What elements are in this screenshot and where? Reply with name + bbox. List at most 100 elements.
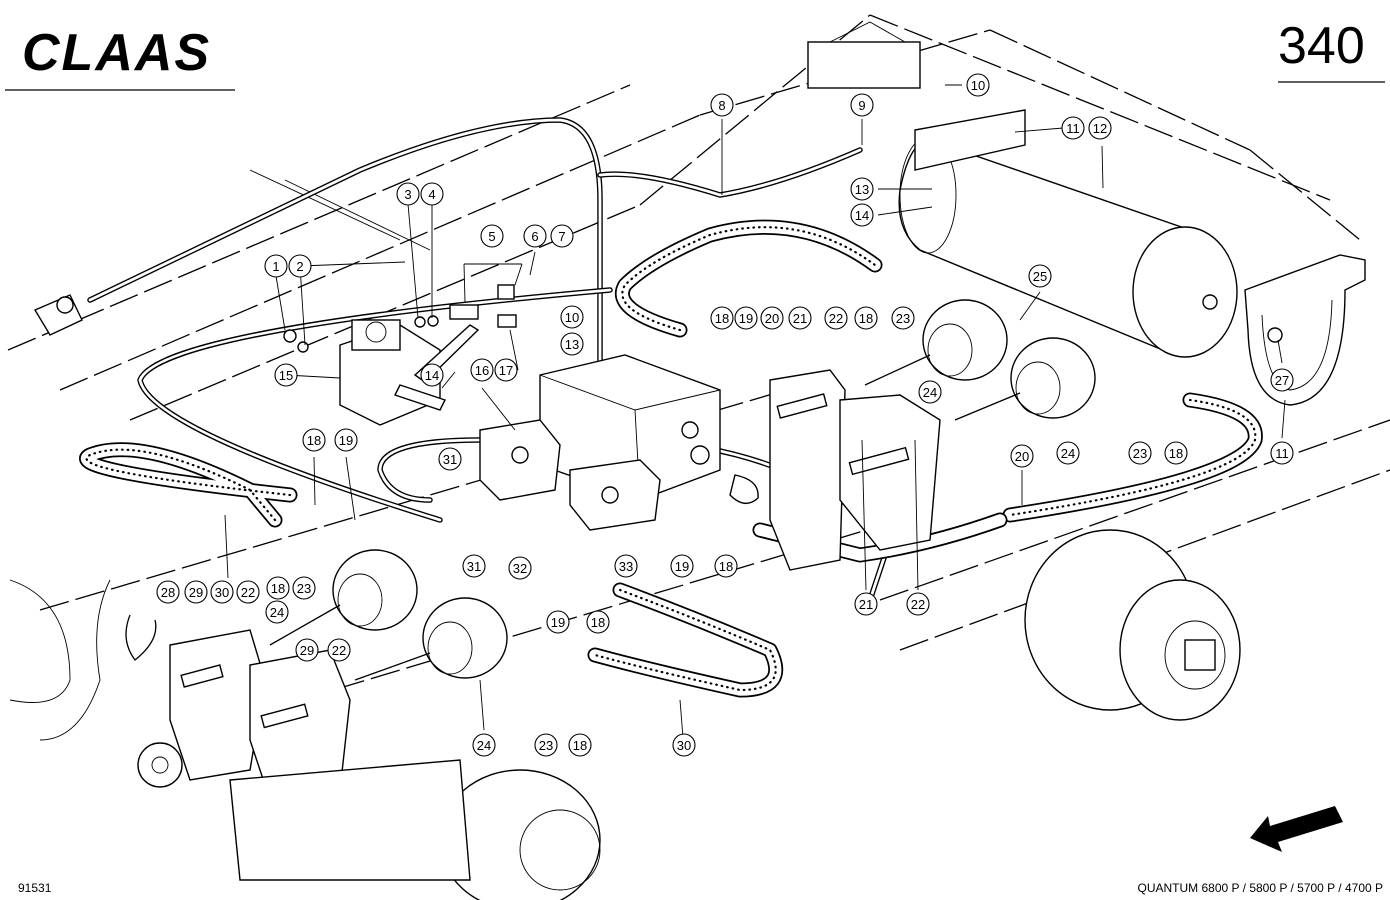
cable-tie: [125, 614, 157, 661]
callout-18: 18: [714, 554, 738, 578]
callout-18: 18: [854, 306, 878, 330]
callout-label: 12: [1093, 121, 1107, 136]
callout-25: 25: [1028, 264, 1052, 288]
callout-18: 18: [266, 576, 290, 600]
callout-circle: [480, 224, 504, 248]
callout-label: 21: [793, 311, 807, 326]
callout-label: 25: [1033, 269, 1047, 284]
callout-circle: [906, 592, 930, 616]
callout-21: 21: [854, 592, 878, 616]
callout-22: 22: [824, 306, 848, 330]
callout-24: 24: [472, 733, 496, 757]
callout-circle: [264, 254, 288, 278]
callout-label: 3: [404, 187, 411, 202]
callout-circle: [396, 182, 420, 206]
claas-logo: CLAAS: [22, 24, 211, 82]
callout-label: 20: [765, 311, 779, 326]
callout-5: 5: [480, 224, 504, 248]
callout-circle: [265, 600, 289, 624]
callout-label: 23: [539, 738, 553, 753]
callout-circle: [788, 306, 812, 330]
callout-label: 29: [189, 585, 203, 600]
callout-29: 29: [184, 580, 208, 604]
callout-label: 30: [677, 738, 691, 753]
callout-label: 28: [161, 585, 175, 600]
callout-label: 14: [855, 208, 869, 223]
callout-label: 18: [591, 615, 605, 630]
callout-circle: [462, 554, 486, 578]
callout-19: 19: [546, 610, 570, 634]
callout-13: 13: [560, 332, 584, 356]
callout-label: 11: [1066, 121, 1080, 136]
callout-label: 30: [215, 585, 229, 600]
callout-label: 24: [477, 738, 491, 753]
page-number: 340: [1278, 17, 1365, 75]
callout-7: 7: [550, 224, 574, 248]
callout-circle: [523, 224, 547, 248]
callout-circle: [1128, 441, 1152, 465]
callout-14: 14: [420, 363, 444, 387]
callout-22: 22: [236, 580, 260, 604]
callout-label: 16: [475, 363, 489, 378]
callout-10: 10: [966, 73, 990, 97]
callout-label: 21: [859, 597, 873, 612]
callout-17: 17: [494, 358, 518, 382]
callout-circle: [614, 554, 638, 578]
frame-plate: [807, 41, 921, 89]
callout-circle: [438, 447, 462, 471]
callout-18: 18: [302, 428, 326, 452]
callout-circle: [850, 203, 874, 227]
callout-label: 10: [565, 310, 579, 325]
callout-circle: [586, 610, 610, 634]
callout-label: 18: [859, 311, 873, 326]
callout-circle: [854, 306, 878, 330]
brake-levers: [137, 369, 941, 801]
callout-circle: [710, 306, 734, 330]
hose-coupling: [33, 294, 83, 336]
callout-label: 31: [443, 452, 457, 467]
callout-circle: [472, 733, 496, 757]
relay-valve-block: [479, 354, 759, 531]
callout-6: 6: [523, 224, 547, 248]
callout-28: 28: [156, 580, 180, 604]
callout-circle: [266, 576, 290, 600]
callout-circle: [1028, 264, 1052, 288]
callout-label: 19: [551, 615, 565, 630]
callout-label: 18: [1169, 446, 1183, 461]
callout-31: 31: [462, 554, 486, 578]
callout-20: 20: [760, 306, 784, 330]
callout-circle: [560, 305, 584, 329]
callout-circle: [334, 428, 358, 452]
axle-hubs: [9, 529, 1241, 900]
callout-label: 31: [467, 559, 481, 574]
callout-circle: [420, 182, 444, 206]
callout-18: 18: [710, 306, 734, 330]
callout-label: 11: [1275, 446, 1289, 461]
callout-30: 30: [210, 580, 234, 604]
callout-16: 16: [470, 358, 494, 382]
callout-circle: [568, 733, 592, 757]
callout-label: 24: [1061, 446, 1075, 461]
callout-label: 23: [896, 311, 910, 326]
callout-label: 1: [272, 259, 279, 274]
callout-circle: [470, 358, 494, 382]
callout-circle: [560, 332, 584, 356]
callout-label: 17: [499, 363, 513, 378]
callout-1: 1: [264, 254, 288, 278]
callout-label: 13: [855, 182, 869, 197]
callout-label: 22: [911, 597, 925, 612]
callout-circle: [1088, 116, 1112, 140]
callout-12: 12: [1088, 116, 1112, 140]
callout-circle: [850, 93, 874, 117]
callout-11: 11: [1270, 441, 1294, 465]
callout-circle: [672, 733, 696, 757]
callout-label: 20: [1015, 449, 1029, 464]
callout-circle: [184, 580, 208, 604]
callout-13: 13: [850, 177, 874, 201]
callout-label: 5: [488, 229, 495, 244]
callout-circle: [288, 254, 312, 278]
callout-3: 3: [396, 182, 420, 206]
callout-21: 21: [788, 306, 812, 330]
callout-24: 24: [1056, 441, 1080, 465]
callout-circle: [1010, 444, 1034, 468]
